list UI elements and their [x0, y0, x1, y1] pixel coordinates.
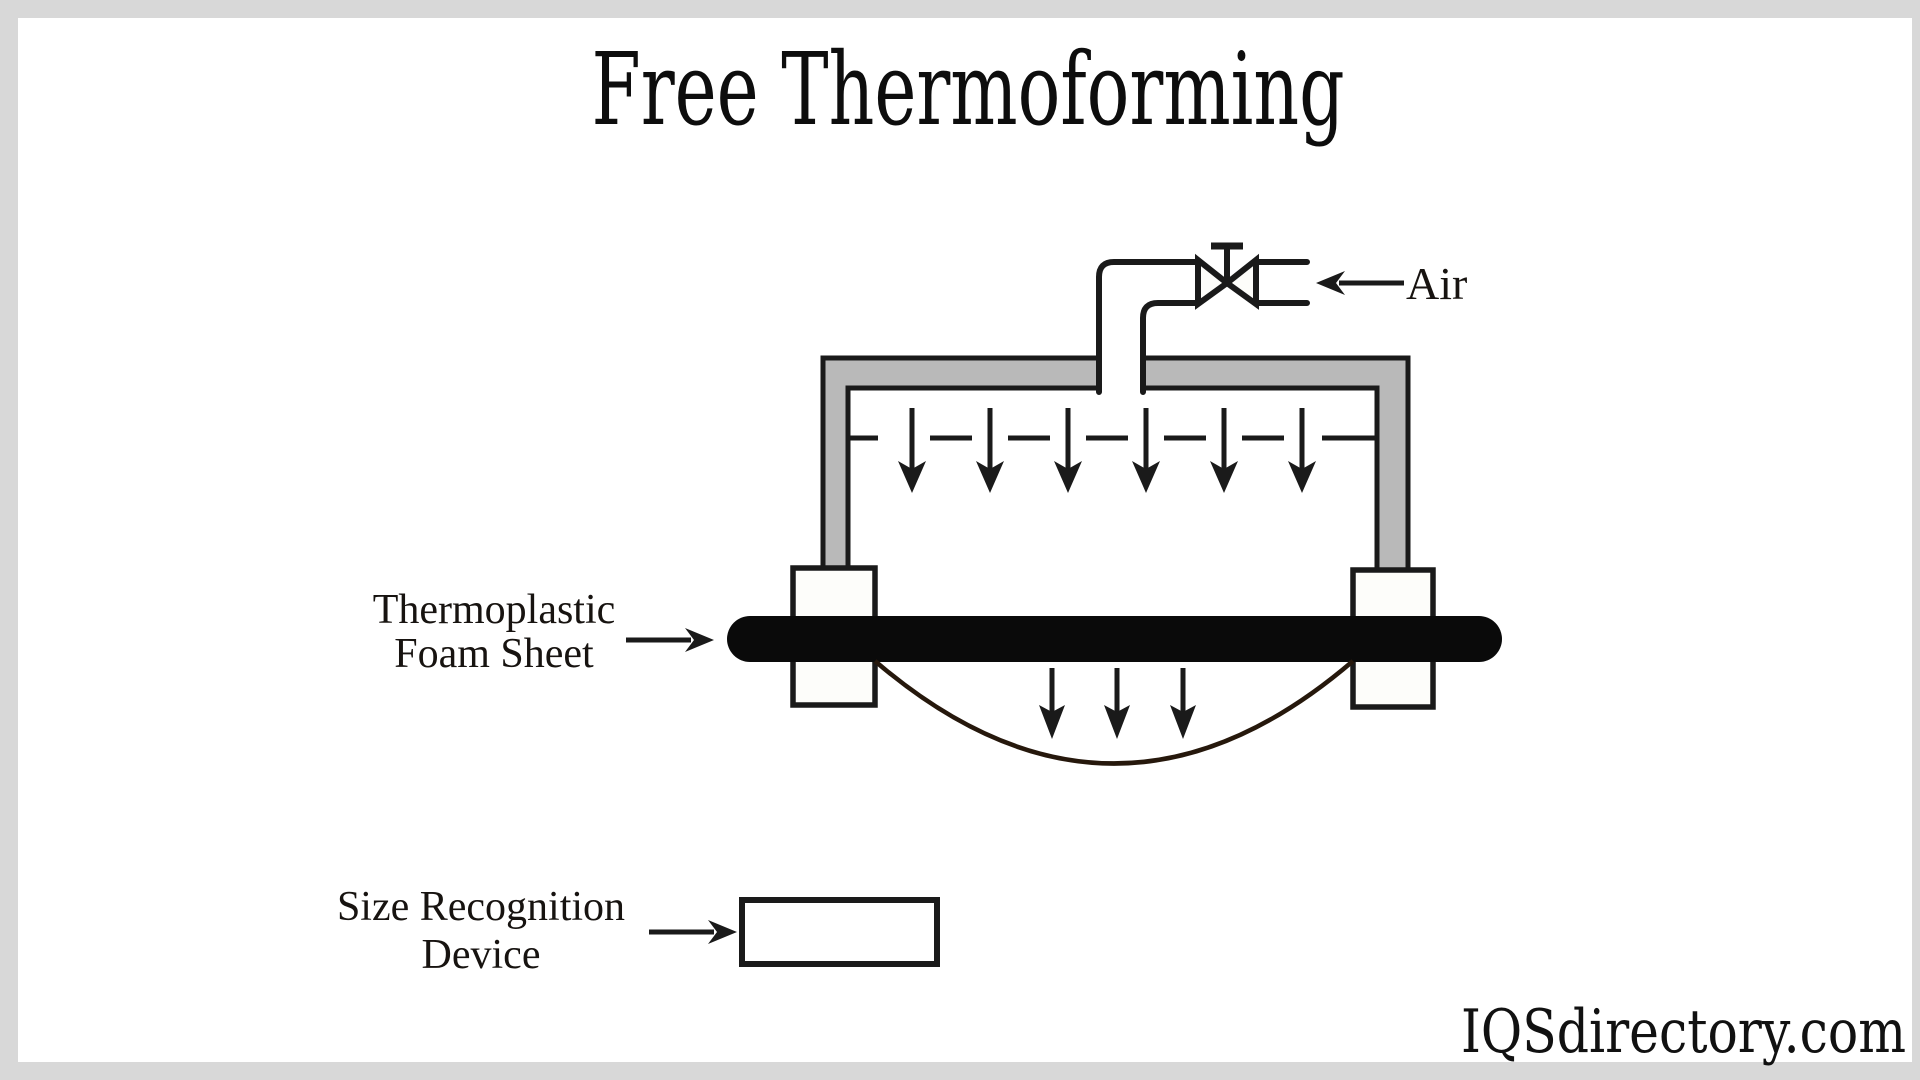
air-label: Air — [1406, 258, 1467, 309]
size-device-label-line1: Size Recognition — [337, 884, 625, 930]
canvas-background — [18, 18, 1912, 1062]
watermark: IQSdirectory.com — [1461, 998, 1906, 1067]
sag-curve — [873, 659, 1355, 766]
valve-left-triangle — [1195, 253, 1232, 310]
air-inlet-pipe — [1253, 259, 1310, 306]
inlet-pipe-upper-line — [1096, 259, 1201, 395]
size-device-label-line2: Device — [422, 932, 541, 978]
foam-sheet-label-line2: Foam Sheet — [394, 631, 594, 677]
foam-sheet-label-line1: Thermoplastic — [373, 587, 616, 633]
diagram-title: Free Thermoforming — [591, 33, 1344, 148]
valve-right-triangle — [1222, 253, 1259, 310]
inlet-pipe-lower-line — [1140, 300, 1201, 395]
size-device-box — [739, 897, 940, 967]
foam-sheet — [727, 616, 1502, 662]
